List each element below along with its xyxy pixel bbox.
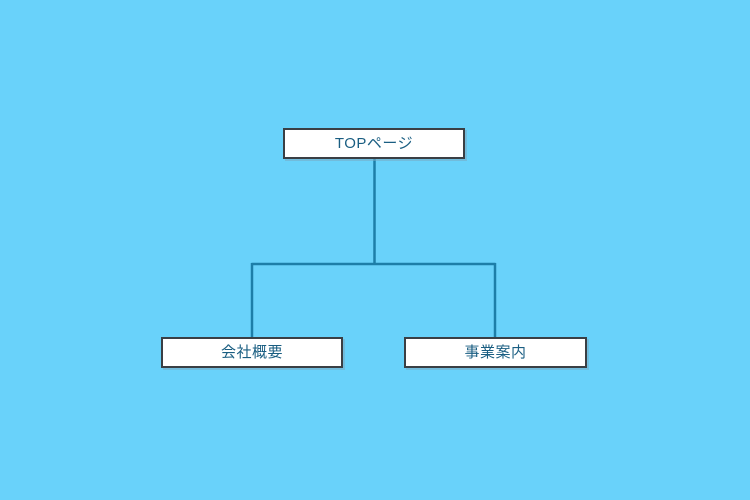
node-company-overview-label: 会社概要 — [220, 344, 283, 361]
node-business-guide-label: 事業案内 — [464, 344, 527, 361]
node-company-overview[interactable]: 会社概要 — [161, 337, 343, 368]
node-business-guide[interactable]: 事業案内 — [404, 337, 587, 368]
node-root-label: TOPページ — [334, 135, 414, 152]
node-root[interactable]: TOPページ — [283, 128, 465, 159]
